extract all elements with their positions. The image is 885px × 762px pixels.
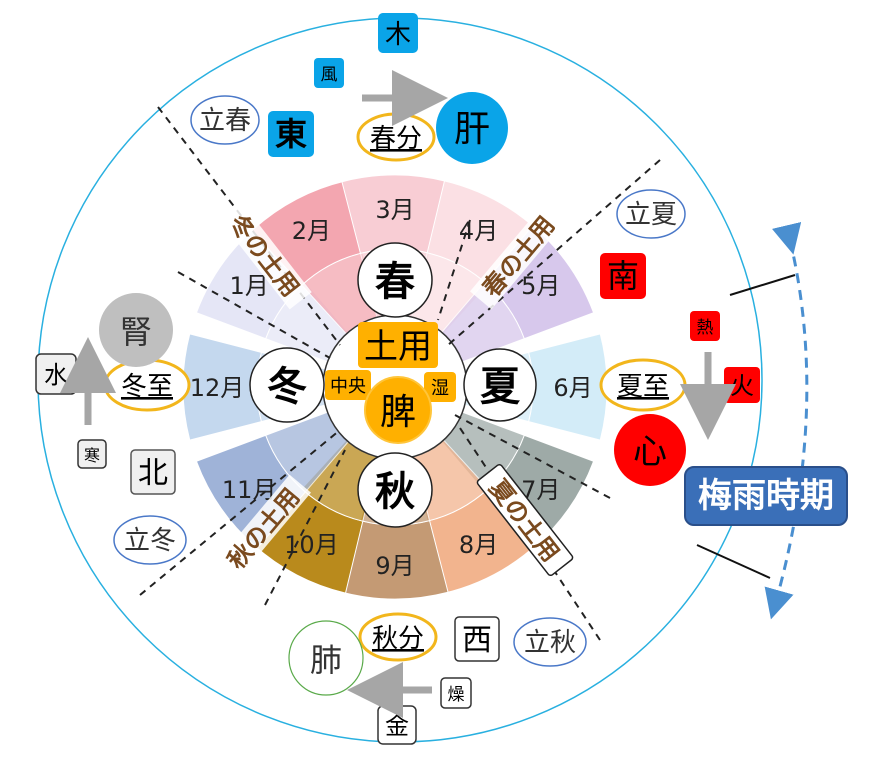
rikka-label: 立夏 [625, 200, 677, 230]
direction-east-label: 東 [275, 115, 307, 153]
direction-north: 北 [130, 449, 176, 495]
doyo-label: 土用 [364, 327, 432, 367]
winter-solstice: 冬至 [103, 358, 191, 412]
rainy-season-label: 梅雨時期 [698, 476, 834, 516]
ritto-label: 立冬 [124, 526, 176, 556]
risshun-label: 立春 [199, 106, 251, 136]
climate-dryness: 燥 [440, 677, 472, 709]
month-label: 6月 [553, 374, 592, 402]
climate-wind: 風 [314, 58, 344, 88]
month-label: 1月 [230, 272, 269, 300]
organ-heart: 心 [614, 414, 686, 486]
climate-heat: 熱 [690, 311, 720, 341]
summer-solstice-label: 夏至 [617, 372, 669, 402]
month-label: 12月 [190, 374, 245, 402]
divider-line-w [177, 271, 331, 359]
element-fire: 火 [724, 367, 760, 403]
direction-north-label: 北 [138, 456, 168, 491]
spring-equinox: 春分 [356, 112, 436, 162]
direction-south-label: 南 [607, 257, 639, 295]
season-spring-label: 春 [375, 259, 415, 305]
direction-west-label: 西 [462, 623, 492, 658]
month-label: 2月 [292, 217, 331, 245]
organ-liver: 肝 [436, 92, 508, 164]
season-autumn-label: 秋 [375, 469, 415, 515]
divider-line-ne2 [437, 219, 471, 321]
season-summer: 夏 [463, 348, 537, 422]
hi-circle [364, 376, 432, 444]
month-label: 10月 [284, 531, 339, 559]
rainy-season-box: 梅雨時期 [684, 466, 848, 526]
month-label: 4月 [459, 217, 498, 245]
direction-east: 東 [268, 111, 314, 157]
ritto: 立冬 [113, 515, 187, 565]
summer-solstice: 夏至 [599, 358, 687, 412]
climate-cold-label: 寒 [84, 446, 100, 465]
month-label: 5月 [521, 272, 560, 300]
climate-cold: 寒 [77, 439, 107, 469]
winter-solstice-label: 冬至 [121, 372, 173, 402]
direction-west: 西 [454, 616, 500, 662]
organ-lung: 肺 [288, 620, 364, 696]
divider-line-sw2 [264, 449, 346, 606]
chuo-box [325, 370, 371, 400]
season-winter: 冬 [249, 347, 325, 423]
element-metal: 金 [377, 705, 417, 745]
season-summer-label: 夏 [480, 364, 521, 410]
autumn-equinox-label: 秋分 [372, 624, 424, 654]
chuo-label: 中央 [330, 376, 366, 397]
risshu: 立秋 [513, 617, 587, 667]
divider-line-sw [139, 429, 341, 596]
shitsu-box [424, 372, 456, 402]
divider-line-e [454, 414, 611, 499]
organ-heart-label: 心 [633, 432, 667, 472]
element-water: 水 [35, 353, 77, 395]
divider-line-ne [447, 159, 661, 346]
risshu-label: 立秋 [524, 628, 576, 658]
divider-line-se [457, 424, 601, 641]
climate-heat-label: 熱 [697, 318, 714, 338]
doyo-box [358, 322, 438, 368]
organ-kidney-label: 腎 [120, 313, 152, 351]
organ-liver-label: 肝 [454, 109, 490, 150]
shitsu-label: 湿 [431, 378, 449, 399]
climate-wind-label: 風 [321, 65, 338, 85]
direction-south: 南 [600, 253, 646, 299]
rainy-line-top [729, 274, 796, 296]
climate-dryness-label: 燥 [448, 685, 465, 705]
spring-equinox-label: 春分 [370, 124, 422, 154]
element-water-label: 水 [44, 361, 68, 389]
month-label: 9月 [375, 552, 414, 580]
element-wood: 木 [378, 13, 418, 53]
element-wood-label: 木 [385, 20, 411, 50]
month-label: 3月 [375, 196, 414, 224]
rainy-line-bottom [696, 544, 771, 579]
season-spring: 春 [357, 242, 433, 318]
rainy-dashed-arc [764, 221, 809, 620]
season-autumn: 秋 [357, 452, 433, 528]
month-label: 11月 [222, 476, 277, 504]
rikka: 立夏 [616, 189, 686, 239]
risshun: 立春 [190, 95, 260, 145]
month-label: 8月 [459, 531, 498, 559]
organ-kidney: 腎 [99, 293, 173, 367]
season-winter-label: 冬 [267, 364, 307, 410]
organ-lung-label: 肺 [310, 641, 342, 679]
element-metal-label: 金 [385, 712, 409, 740]
hi-label: 脾 [380, 392, 416, 433]
element-fire-label: 火 [730, 372, 754, 400]
autumn-equinox: 秋分 [358, 612, 438, 662]
